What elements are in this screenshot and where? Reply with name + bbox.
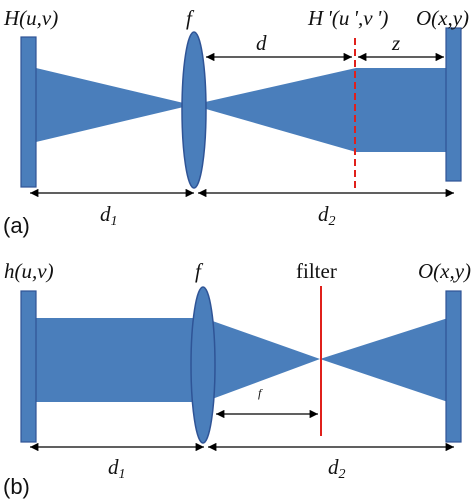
panel-a: H(u,v) f H '(u ',v ') O(x,y) d z d1 d2 (… — [3, 6, 469, 238]
hologram-plate-b — [20, 290, 37, 443]
beam-b-collimated — [36, 318, 206, 402]
panel-b: h(u,v) f filter O(x,y) f d1 d2 (b) — [3, 259, 471, 499]
panel-label-b: (b) — [3, 474, 30, 499]
beam-a-diverging — [192, 68, 356, 152]
lens-label-a: f — [186, 6, 195, 30]
filter-label: filter — [296, 259, 337, 283]
lens-b — [190, 286, 216, 444]
hologram-plate-a — [20, 36, 37, 188]
d2-label-a: d2 — [318, 202, 336, 229]
focal-label: f — [258, 386, 263, 400]
object-label-b: O(x,y) — [418, 259, 471, 283]
z-label: z — [391, 31, 400, 55]
d-label: d — [256, 31, 267, 55]
d1-label-b: d1 — [108, 455, 126, 482]
d1-label-a: d1 — [100, 202, 118, 229]
beam-b-diverging — [320, 318, 448, 402]
lens-label-b: f — [195, 259, 204, 283]
lens-a — [181, 31, 207, 189]
hologram-label-b: h(u,v) — [4, 259, 54, 283]
hologram-label-a: H(u,v) — [3, 6, 58, 30]
object-label-a: O(x,y) — [416, 6, 469, 30]
beam-a-collimated — [356, 68, 448, 152]
object-plate-a — [445, 27, 462, 182]
panel-label-a: (a) — [3, 213, 30, 238]
object-plate-b — [445, 290, 462, 443]
beam-b-converging — [204, 318, 320, 402]
beam-a-converging — [36, 68, 192, 142]
image-plane-label: H '(u ',v ') — [307, 6, 388, 30]
d2-label-b: d2 — [328, 455, 346, 482]
